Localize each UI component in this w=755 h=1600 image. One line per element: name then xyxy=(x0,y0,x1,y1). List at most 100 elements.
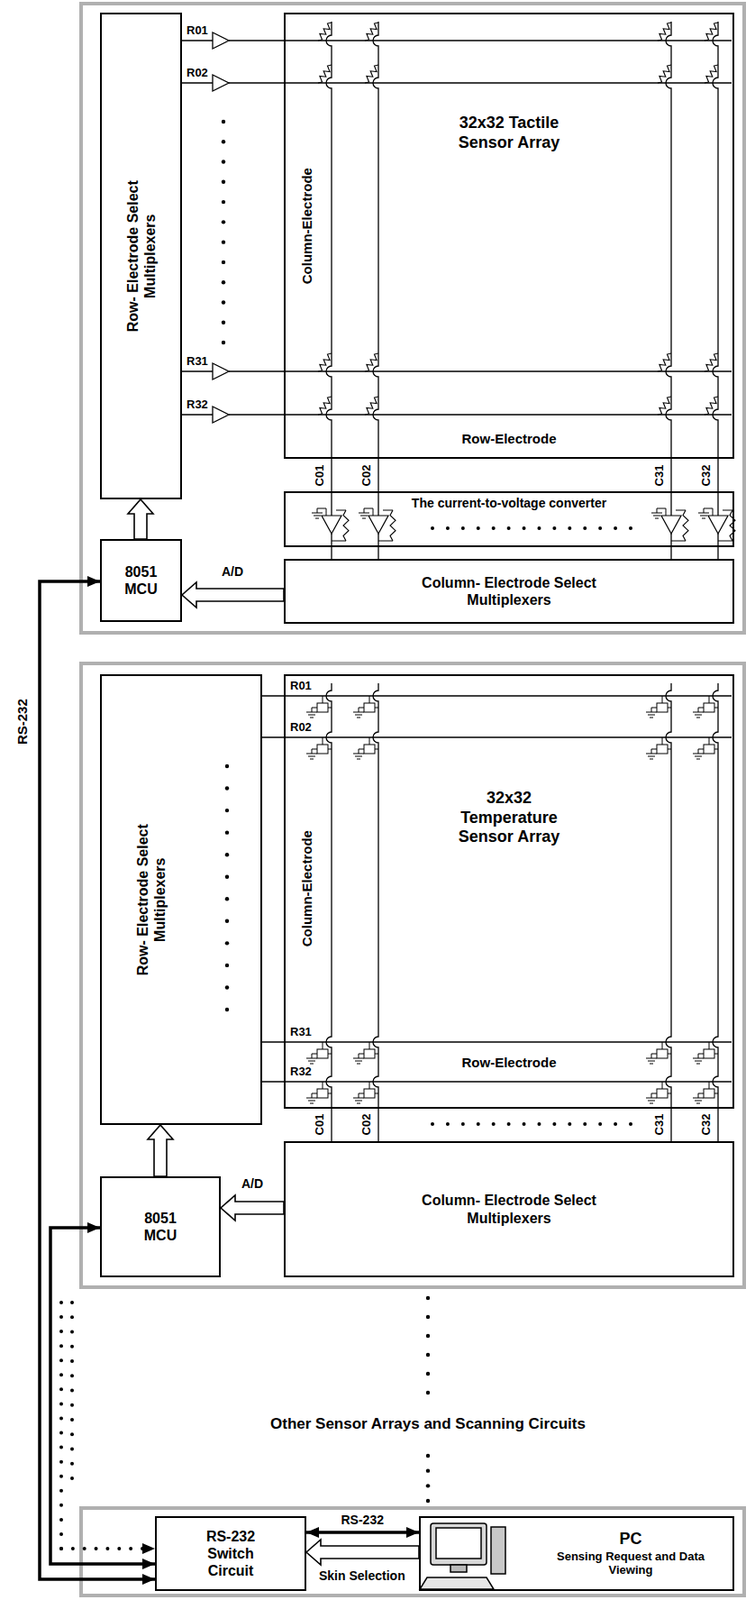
ellipsis-dot xyxy=(59,1400,64,1405)
wire xyxy=(692,1097,704,1099)
wire xyxy=(308,1060,316,1062)
arrow-head xyxy=(142,1542,155,1554)
wire xyxy=(306,711,318,713)
ellipsis-dot xyxy=(552,1121,556,1126)
ellipsis-dot xyxy=(598,1121,602,1126)
edge-label: RS-232 xyxy=(339,1511,386,1527)
ellipsis-dot xyxy=(221,300,226,304)
signal-label: R02 xyxy=(289,720,313,735)
ellipsis-dot xyxy=(59,1546,64,1550)
wire xyxy=(372,508,374,516)
ellipsis-dot xyxy=(476,1121,481,1126)
row-buffer xyxy=(212,74,229,91)
wire xyxy=(228,370,732,372)
wire xyxy=(358,748,360,754)
signal-label: C02 xyxy=(360,1111,374,1136)
wire xyxy=(326,508,328,516)
wire xyxy=(651,1053,653,1058)
signal-label: R01 xyxy=(185,24,210,38)
resistor-symbol xyxy=(657,353,672,372)
ellipsis-dot xyxy=(598,526,602,530)
block-box: 8051 MCU xyxy=(100,538,182,622)
wire xyxy=(369,736,371,745)
wire xyxy=(709,736,710,745)
wire xyxy=(353,711,364,713)
wire xyxy=(645,1057,657,1059)
resistor-symbol xyxy=(364,353,379,372)
wire xyxy=(701,518,706,519)
wire xyxy=(378,540,393,542)
temperature-sensor-cell xyxy=(656,1048,668,1058)
ellipsis-dot xyxy=(426,1467,430,1472)
wire xyxy=(374,748,379,750)
wire xyxy=(358,1053,364,1055)
ellipsis-dot xyxy=(59,1314,64,1319)
temperature-sensor-cell xyxy=(317,702,328,712)
ellipsis-dot xyxy=(628,526,633,530)
ellipsis-dot xyxy=(426,1352,430,1356)
pc-icon xyxy=(419,1522,506,1589)
temperature-sensor-cell xyxy=(656,744,668,754)
signal-label: C01 xyxy=(313,1111,328,1136)
wire xyxy=(698,1053,704,1055)
ellipsis-dot xyxy=(59,1386,64,1391)
edge-label: Skin Selection xyxy=(317,1567,408,1583)
data-arrow xyxy=(220,1194,284,1220)
signal-label: C32 xyxy=(700,463,714,487)
ellipsis-dot xyxy=(430,526,435,530)
wire xyxy=(662,1041,664,1049)
resistor-symbol xyxy=(318,396,332,415)
wire xyxy=(649,1063,654,1065)
ellipsis-dot xyxy=(221,139,226,144)
wire xyxy=(649,758,654,760)
ellipsis-dot xyxy=(491,1121,496,1126)
ellipsis-dot xyxy=(70,1300,74,1304)
data-arrow xyxy=(181,582,284,608)
wire xyxy=(327,748,332,750)
ellipsis-dot xyxy=(70,1358,74,1363)
ellipsis-dot xyxy=(221,340,226,345)
ellipsis-dot xyxy=(117,1546,121,1550)
wire xyxy=(696,758,701,760)
block-title: Row- Electrode Select Multiplexers xyxy=(123,165,158,346)
wire xyxy=(353,1057,364,1059)
wire xyxy=(662,1081,664,1089)
ellipsis-dot xyxy=(552,526,556,530)
wire xyxy=(675,509,686,511)
wire xyxy=(317,508,327,510)
wire xyxy=(311,512,323,514)
resistor-symbol xyxy=(364,64,379,83)
wire xyxy=(671,540,686,542)
wire xyxy=(656,508,658,513)
wire xyxy=(647,1060,655,1062)
ellipsis-dot xyxy=(221,159,226,164)
temperature-sensor-cell xyxy=(363,1088,375,1098)
wire xyxy=(354,755,363,757)
ellipsis-dot xyxy=(225,785,229,790)
ellipsis-dot xyxy=(59,1488,64,1492)
ellipsis-dot xyxy=(445,526,450,530)
resistor-symbol xyxy=(390,509,396,541)
block-box: 8051 MCU xyxy=(100,1175,221,1277)
op-amp xyxy=(708,515,728,534)
ellipsis-dot xyxy=(225,1007,229,1011)
ellipsis-dot xyxy=(522,526,527,530)
resistor-symbol xyxy=(318,22,332,41)
wire xyxy=(262,1040,732,1042)
ellipsis-dot xyxy=(522,1121,527,1126)
column-electrode-wire xyxy=(326,21,332,516)
data-arrow xyxy=(127,499,154,539)
ellipsis-dot xyxy=(536,526,541,530)
data-arrow xyxy=(306,1538,419,1565)
wire xyxy=(712,508,714,516)
ellipsis-dot xyxy=(221,200,226,204)
ellipsis-dot xyxy=(59,1517,64,1521)
wire xyxy=(703,508,713,510)
block-box: 32x32 Tactile Sensor Array xyxy=(283,12,735,459)
resistor-symbol xyxy=(364,396,379,415)
wire xyxy=(322,736,324,745)
wire xyxy=(311,1092,313,1098)
panel-frame xyxy=(81,663,745,1287)
wire xyxy=(692,753,704,755)
